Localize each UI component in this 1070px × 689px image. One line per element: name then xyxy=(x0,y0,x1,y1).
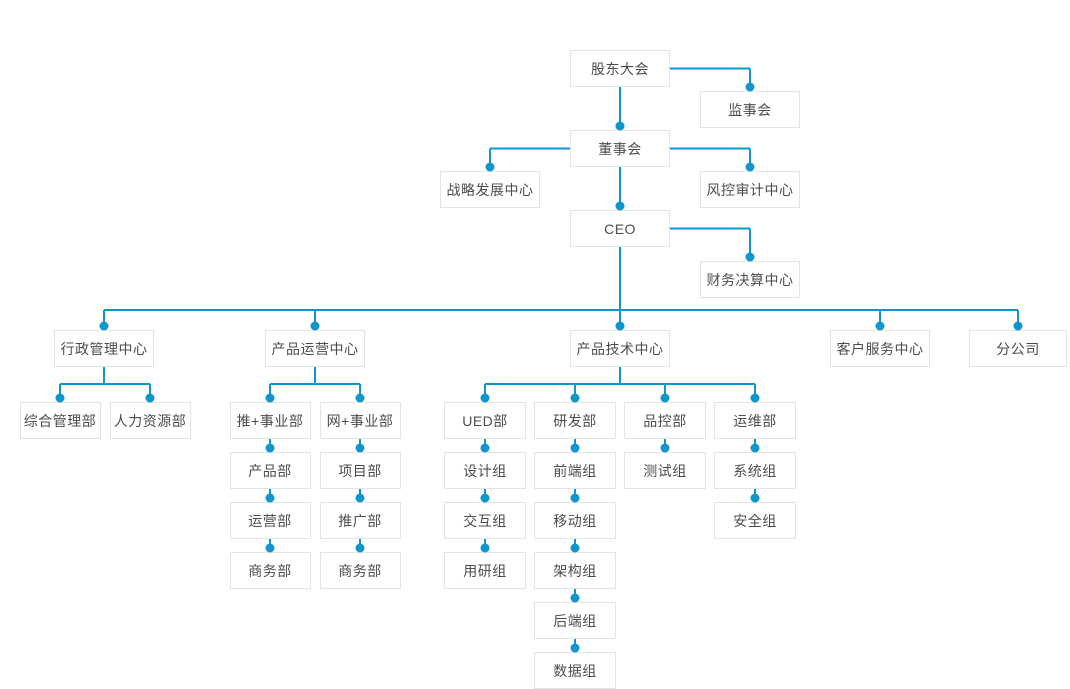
org-node-qc: 品控部 xyxy=(624,402,706,439)
org-node-supervisory: 监事会 xyxy=(700,91,800,128)
org-node-interaction: 交互组 xyxy=(444,502,526,539)
org-node-shareholders: 股东大会 xyxy=(570,50,670,87)
org-node-mobile: 移动组 xyxy=(534,502,616,539)
org-node-data-group: 数据组 xyxy=(534,652,616,689)
org-node-testing: 测试组 xyxy=(624,452,706,489)
org-node-finance: 财务决算中心 xyxy=(700,261,800,298)
org-node-hr: 人力资源部 xyxy=(109,402,191,439)
org-node-business-dept-b: 商务部 xyxy=(319,552,401,589)
org-node-product-ops: 产品运营中心 xyxy=(265,330,365,367)
org-node-admin: 行政管理中心 xyxy=(54,330,154,367)
org-node-general-mgmt: 综合管理部 xyxy=(19,402,101,439)
org-node-product-dept: 产品部 xyxy=(229,452,311,489)
org-node-risk: 风控审计中心 xyxy=(700,171,800,208)
org-node-strategy: 战略发展中心 xyxy=(440,171,540,208)
org-node-customer-service: 客户服务中心 xyxy=(830,330,930,367)
org-node-business-dept-a: 商务部 xyxy=(229,552,311,589)
org-node-rnd: 研发部 xyxy=(534,402,616,439)
org-node-design: 设计组 xyxy=(444,452,526,489)
org-node-frontend: 前端组 xyxy=(534,452,616,489)
org-node-project-dept: 项目部 xyxy=(319,452,401,489)
org-node-tui-division: 推+事业部 xyxy=(229,402,311,439)
org-node-security: 安全组 xyxy=(714,502,796,539)
org-node-product-tech: 产品技术中心 xyxy=(570,330,670,367)
org-node-board: 董事会 xyxy=(570,130,670,167)
org-node-wang-division: 网+事业部 xyxy=(319,402,401,439)
org-node-ops-maint: 运维部 xyxy=(714,402,796,439)
org-node-architecture: 架构组 xyxy=(534,552,616,589)
org-node-ceo: CEO xyxy=(570,210,670,247)
org-node-system: 系统组 xyxy=(714,452,796,489)
org-node-user-research: 用研组 xyxy=(444,552,526,589)
org-node-operations-dept: 运营部 xyxy=(229,502,311,539)
org-node-backend: 后端组 xyxy=(534,602,616,639)
org-node-promotion-dept: 推广部 xyxy=(319,502,401,539)
org-node-ued: UED部 xyxy=(444,402,526,439)
org-node-branch: 分公司 xyxy=(969,330,1067,367)
